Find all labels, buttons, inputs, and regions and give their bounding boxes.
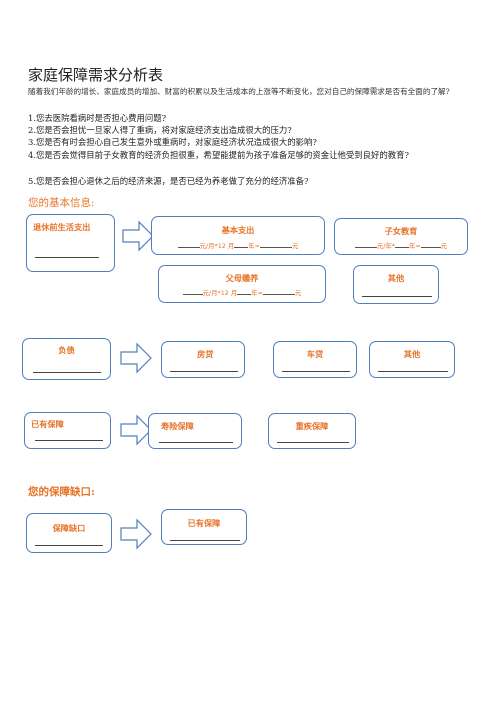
other-expense-blank[interactable] <box>362 296 432 297</box>
arrow-right-icon <box>120 342 152 374</box>
basic-expense-title: 基本支出 <box>221 225 255 235</box>
retire-expense-title: 退休前生活支出 <box>33 222 91 232</box>
mortgage-title: 房贷 <box>197 349 214 359</box>
gap-box: 保障缺口 <box>26 513 112 553</box>
mortgage-box: 房贷 <box>161 341 245 378</box>
gap-title: 保障缺口 <box>52 523 86 533</box>
question-5: 5.您是否会担心退休之后的经济来源，是否已经为养老做了充分的经济准备? <box>28 176 309 186</box>
other-expense-title: 其他 <box>387 273 405 283</box>
intro-text: 随着我们年龄的增长、家庭成员的增加、财富的积累以及生活成本的上涨等不断变化，您对… <box>28 87 450 96</box>
other-expense-box: 其他 <box>353 265 439 304</box>
basic-expense-formula: 元/月*12 月年=元 <box>152 240 324 250</box>
mortgage-blank[interactable] <box>170 371 238 372</box>
debt-title: 负债 <box>58 345 75 355</box>
question-1: 1.您去医院看病时是否担心费用问题? <box>28 113 167 123</box>
retire-expense-box: 退休前生活支出 <box>26 214 115 272</box>
arrow-right-icon <box>120 518 152 550</box>
page-title: 家庭保障需求分析表 <box>28 66 164 84</box>
basic-info-heading: 您的基本信息: <box>28 197 95 209</box>
child-education-title: 子女教育 <box>384 226 418 236</box>
retire-expense-blank[interactable] <box>35 257 99 258</box>
life-insurance-box: 寿险保障 <box>148 413 242 449</box>
child-education-blank[interactable] <box>354 240 377 248</box>
existing-insurance-box: 已有保障 <box>24 412 111 449</box>
basic-expense-box: 基本支出 元/月*12 月年=元 <box>151 216 325 255</box>
question-2: 2.您是否会担忧一旦家人得了重病，将对家庭经济支出造成很大的压力? <box>28 125 292 135</box>
parent-support-formula: 元/月*12 月年=元 <box>159 287 325 297</box>
parent-support-title: 父母赡养 <box>225 273 259 283</box>
arrow-right-icon <box>120 414 152 446</box>
debt-other-box: 其他 <box>369 341 455 378</box>
life-insurance-blank[interactable] <box>159 442 233 443</box>
gap-existing-title: 已有保障 <box>187 518 221 528</box>
gap-existing-blank[interactable] <box>170 540 240 541</box>
car-loan-blank[interactable] <box>282 371 350 372</box>
debt-other-blank[interactable] <box>378 371 448 372</box>
child-education-formula: 元/年*年=元 <box>335 240 467 250</box>
gap-existing-box: 已有保障 <box>161 509 247 545</box>
debt-box: 负债 <box>22 338 111 380</box>
child-education-box: 子女教育 元/年*年=元 <box>334 218 468 255</box>
debt-other-title: 其他 <box>403 349 421 359</box>
existing-insurance-blank[interactable] <box>35 440 103 441</box>
life-insurance-title: 寿险保障 <box>161 421 194 431</box>
basic-expense-blank[interactable] <box>177 240 200 248</box>
gap-heading: 您的保障缺口: <box>28 486 95 498</box>
parent-support-box: 父母赡养 元/月*12 月年=元 <box>158 265 326 303</box>
gap-blank[interactable] <box>35 545 103 546</box>
question-3: 3.您是否有时会担心自己发生意外或重病时，对家庭经济状况造成很大的影响? <box>28 137 317 147</box>
critical-illness-title: 重疾保障 <box>295 421 329 431</box>
car-loan-box: 车贷 <box>273 341 357 378</box>
parent-support-blank[interactable] <box>182 287 203 295</box>
existing-insurance-title: 已有保障 <box>31 419 64 429</box>
question-4: 4.您是否会觉得目前子女教育的经济负担很重，希望能提前为孩子准备足够的资金让他受… <box>28 150 409 160</box>
debt-blank[interactable] <box>33 372 101 373</box>
car-loan-title: 车贷 <box>306 349 324 359</box>
arrow-right-icon <box>122 220 154 252</box>
critical-illness-blank[interactable] <box>277 442 349 443</box>
critical-illness-box: 重疾保障 <box>268 413 356 449</box>
